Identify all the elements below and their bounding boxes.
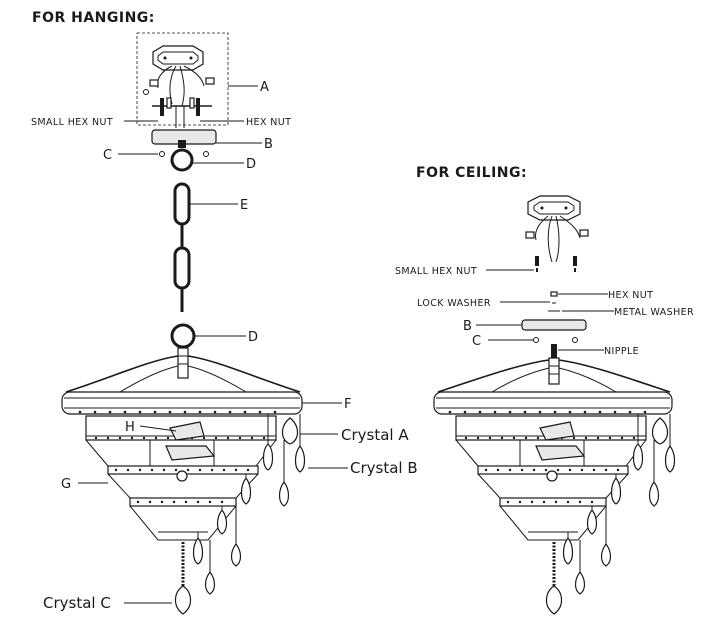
hanging-fixture [61,355,306,615]
label-metal-washer: METAL WASHER [614,307,694,318]
label-d-bottom: D [248,330,258,345]
label-c-hanging: C [103,148,112,163]
label-hex-nut-ceiling: HEX NUT [608,290,653,301]
label-h: H [125,420,135,435]
ceiling-canopy-assembly [521,195,589,358]
label-g: G [61,477,71,492]
label-lock-washer: LOCK WASHER [417,298,491,309]
hanging-leaders [78,85,348,604]
hanging-chain [173,182,191,312]
ceiling-leaders [476,269,614,351]
label-d-top: D [246,157,256,172]
label-crystal-a: Crystal A [341,426,409,444]
label-f: F [344,397,351,412]
label-e: E [240,198,248,213]
label-b-hanging: B [264,137,273,152]
label-hex-nut-hanging: HEX NUT [246,117,291,128]
label-a: A [260,80,269,95]
label-crystal-b: Crystal B [350,459,418,477]
label-crystal-c: Crystal C [43,594,111,612]
label-small-hex-nut-hanging: SMALL HEX NUT [31,117,113,128]
heading-for-ceiling: FOR CEILING: [416,165,527,181]
label-small-hex-nut-ceiling: SMALL HEX NUT [395,266,477,277]
hanging-loop-bottom [170,323,196,379]
heading-for-hanging: FOR HANGING: [32,10,155,26]
label-c-ceiling: C [472,334,481,349]
hanging-loop-top [170,148,194,172]
hanging-canopy-b [151,129,217,157]
label-nipple: NIPPLE [604,346,639,357]
label-b-ceiling: B [463,319,472,334]
ceiling-fixture [433,357,676,615]
hanging-canopy-assembly [136,32,229,128]
